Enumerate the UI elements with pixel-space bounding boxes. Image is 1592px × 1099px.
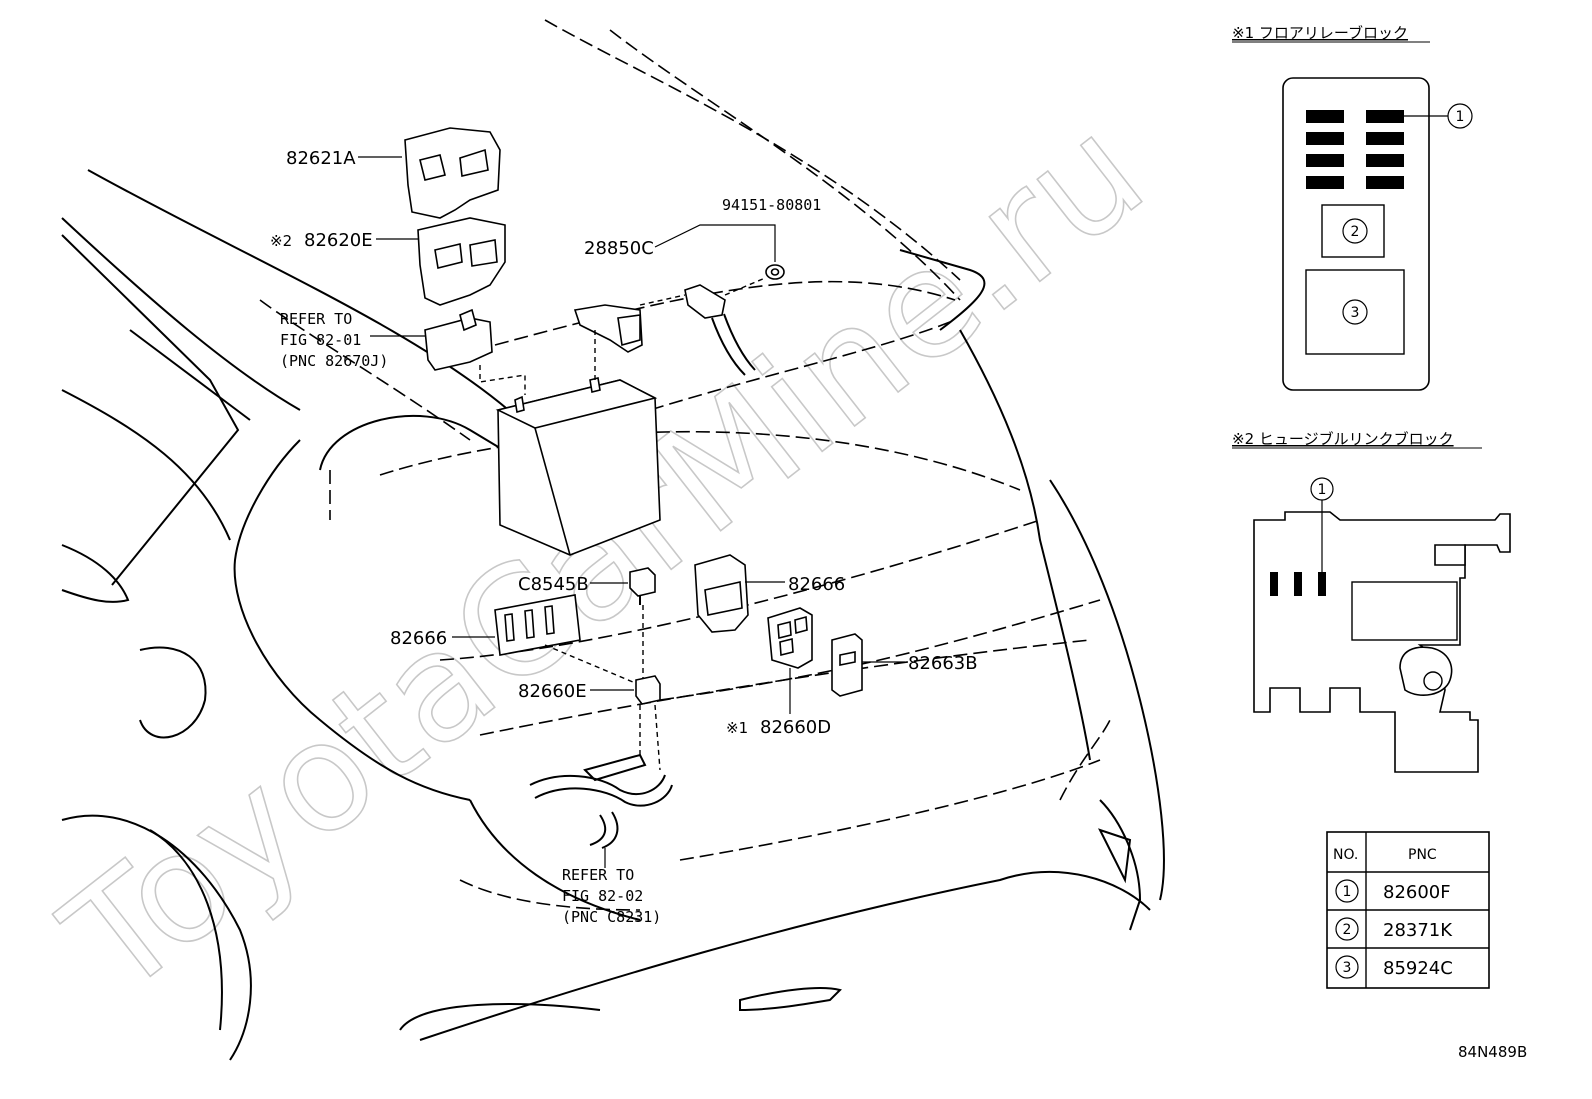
row-no: 3 bbox=[1343, 960, 1352, 976]
callout-94151-80801: 94151-80801 bbox=[722, 196, 821, 214]
part-c8545b-relay bbox=[629, 567, 656, 605]
inset2-marker-1: 1 bbox=[1318, 482, 1327, 498]
callout-82621a: 82621A bbox=[286, 148, 356, 169]
dash-block-clip bbox=[544, 644, 641, 686]
table-row: 3 85924C bbox=[1335, 955, 1453, 979]
marker-circle-2 bbox=[1342, 218, 1368, 244]
part-battery bbox=[495, 377, 661, 556]
inset-floor-relay-block: ※1 フロアリレーブロック 1 2 3 bbox=[1232, 24, 1473, 391]
part-82666-block-lower bbox=[494, 594, 581, 656]
pnc-table: NO. PNC 1 82600F 2 28371K 3 85924C bbox=[1326, 831, 1490, 989]
callout-28850c: 28850C bbox=[584, 238, 654, 259]
marker-circle-1 bbox=[1447, 103, 1473, 129]
callout-c8545b: C8545B bbox=[518, 574, 589, 595]
row-pnc: 28371K bbox=[1383, 920, 1453, 941]
dash-clip-harness-2 bbox=[654, 704, 661, 771]
callout-82666-upper: 82666 bbox=[788, 574, 845, 595]
leader-lines bbox=[358, 156, 905, 868]
inset-fusible-link-block: ※2 ヒュージブルリンクブロック 1 bbox=[1232, 430, 1511, 773]
marker-2: 2 bbox=[1351, 224, 1360, 240]
callout-refer2-line1: REFER TO bbox=[562, 866, 634, 884]
table-row: 1 82600F bbox=[1335, 879, 1451, 903]
part-82666-bracket-upper bbox=[694, 554, 749, 633]
marker-3: 3 bbox=[1351, 305, 1360, 321]
part-wiring-harness bbox=[529, 753, 673, 849]
inset1-title: ※1 フロアリレーブロック bbox=[1232, 24, 1408, 42]
callout-82663b: 82663B bbox=[908, 653, 978, 674]
callout-refer1-line2: FIG 82-01 bbox=[280, 331, 361, 349]
dash-nut-cable bbox=[724, 277, 766, 296]
part-28850c-terminal bbox=[573, 304, 643, 353]
row-pnc: 85924C bbox=[1383, 958, 1453, 979]
marker-circle-3 bbox=[1342, 299, 1368, 325]
inset2-title: ※2 ヒュージブルリンクブロック bbox=[1232, 430, 1454, 448]
part-82663b-box bbox=[831, 633, 863, 697]
vehicle-body-outline bbox=[61, 169, 1165, 1061]
row-no: 1 bbox=[1343, 884, 1352, 900]
callout-refer2-line3: (PNC C8231) bbox=[562, 908, 661, 926]
callout-82660d: 82660D bbox=[760, 717, 831, 738]
dash-terminal-ground bbox=[639, 294, 686, 306]
callout-82666-lower: 82666 bbox=[390, 628, 447, 649]
callout-82620e-mark: ※2 bbox=[270, 232, 292, 250]
relay-fuse-slots bbox=[1306, 110, 1404, 189]
callout-82660e: 82660E bbox=[518, 681, 587, 702]
part-94151-80801-nut bbox=[765, 264, 785, 280]
table-header-no: NO. bbox=[1333, 847, 1358, 863]
callout-refer1-line1: REFER TO bbox=[280, 310, 352, 328]
row-no: 2 bbox=[1343, 922, 1352, 938]
table-header-pnc: PNC bbox=[1408, 847, 1437, 863]
fusible-link-terminals bbox=[1270, 572, 1326, 596]
marker-circle-inset2-1 bbox=[1310, 477, 1334, 501]
callout-refer1-line3: (PNC 82670J) bbox=[280, 352, 388, 370]
fusible-block-outline bbox=[1253, 511, 1511, 773]
callout-refer2-line2: FIG 82-02 bbox=[562, 887, 643, 905]
row-pnc: 82600F bbox=[1383, 882, 1451, 903]
part-82660d-relay-block bbox=[767, 607, 813, 669]
marker-1: 1 bbox=[1456, 109, 1465, 125]
callout-82660d-mark: ※1 bbox=[726, 719, 748, 737]
part-82621a-cover bbox=[404, 127, 501, 219]
figure-code: 84N489B bbox=[1458, 1043, 1527, 1061]
dash-link-holder-battery bbox=[479, 365, 526, 395]
part-fuse-holder bbox=[424, 308, 493, 371]
table-row: 2 28371K bbox=[1335, 917, 1453, 941]
callout-82620e: 82620E bbox=[304, 230, 373, 251]
part-82660e-clip bbox=[635, 675, 661, 705]
part-82620e-fusible-link-block bbox=[417, 217, 506, 306]
part-ground-cable bbox=[684, 284, 756, 376]
